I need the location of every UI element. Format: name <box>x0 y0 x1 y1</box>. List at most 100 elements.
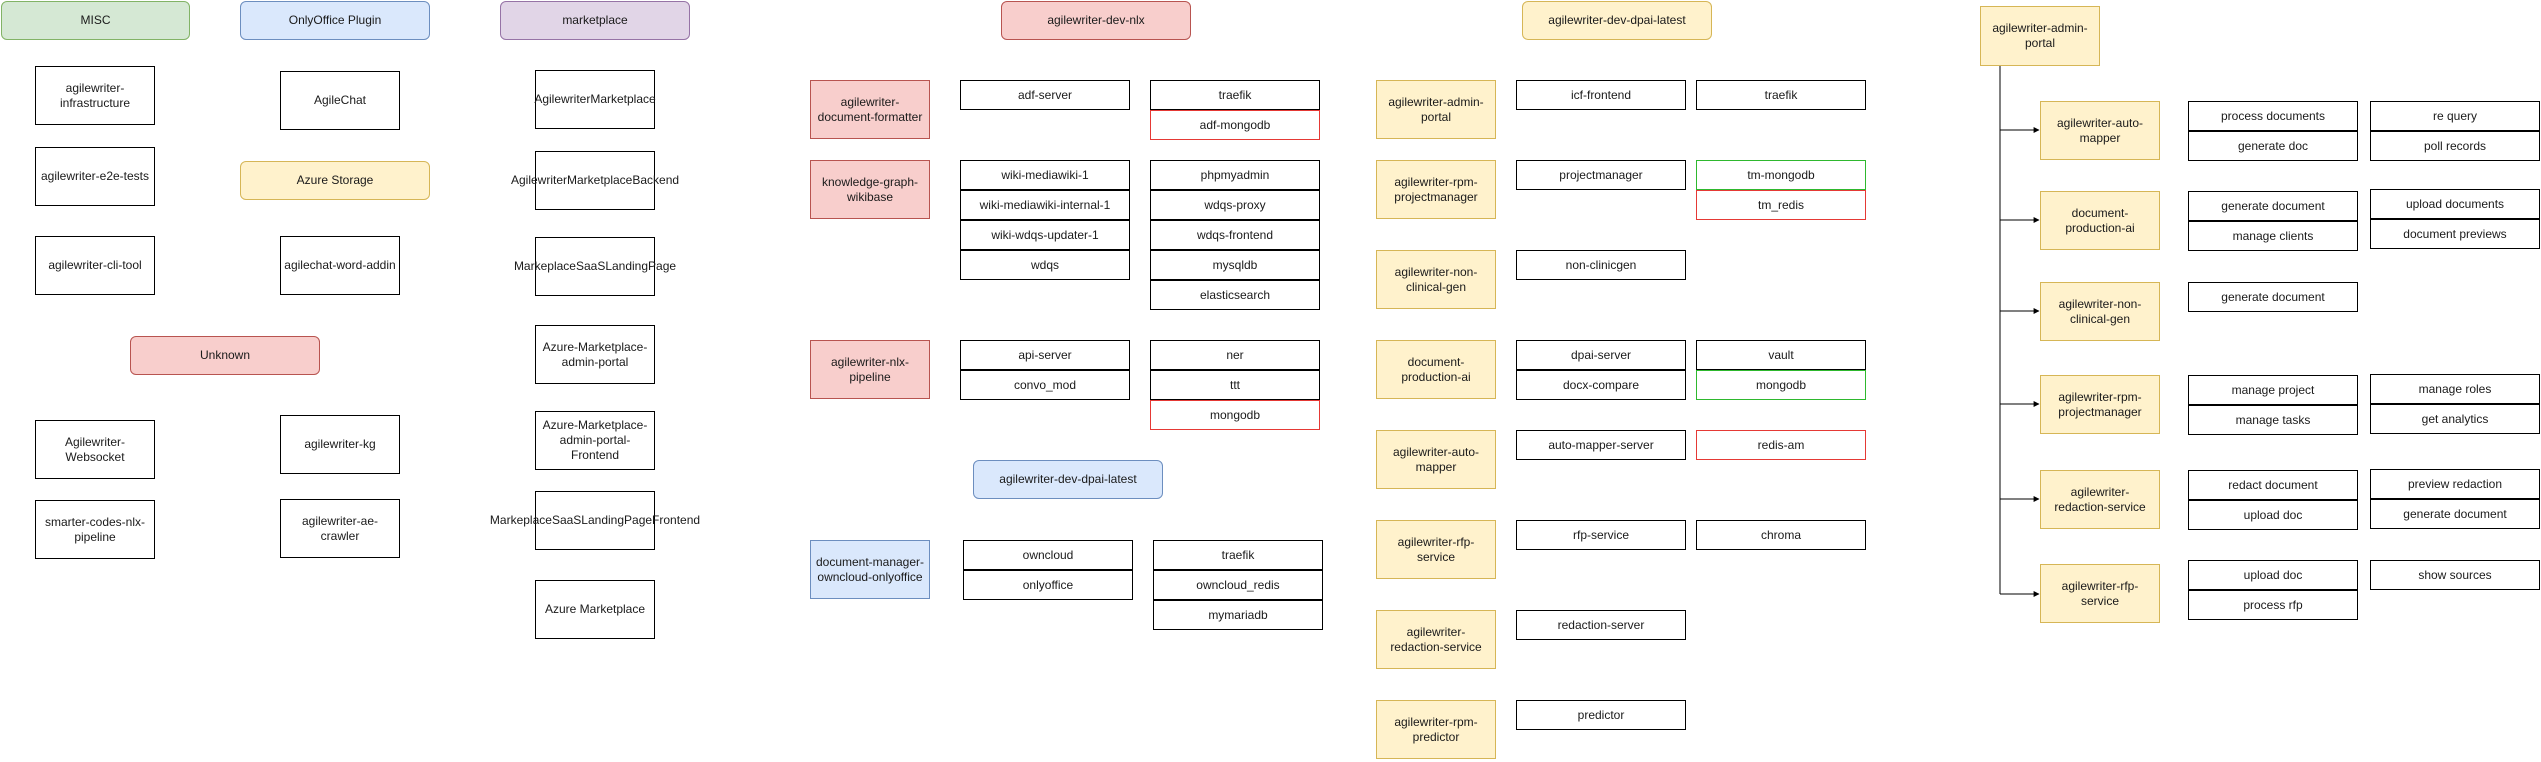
api-endpoint-box: manage tasks <box>2188 405 2358 435</box>
admin-service-rpm-projectmanager: agilewriter-rpm-projectmanager <box>2040 375 2160 434</box>
group-header-misc: MISC <box>1 1 190 40</box>
api-endpoint-box: upload documents <box>2370 189 2540 219</box>
container-box: wiki-mediawiki-1 <box>960 160 1130 190</box>
container-box: mysqldb <box>1150 250 1320 280</box>
group-header-onlyoffice-plugin: OnlyOffice Plugin <box>240 1 430 40</box>
dpai-service-rpm-predictor: agilewriter-rpm-predictor <box>1376 700 1496 759</box>
container-box: non-clinicgen <box>1516 250 1686 280</box>
dpai-service-redaction-service: agilewriter-redaction-service <box>1376 610 1496 669</box>
dpai-service-rpm-projectmanager: agilewriter-rpm-projectmanager <box>1376 160 1496 219</box>
group-header-marketplace: marketplace <box>500 1 690 40</box>
dpai-service-document-production-ai: document-production-ai <box>1376 340 1496 399</box>
container-box: ttt <box>1150 370 1320 400</box>
admin-service-redaction-service: agilewriter-redaction-service <box>2040 470 2160 529</box>
container-box: wdqs-frontend <box>1150 220 1320 250</box>
container-box: auto-mapper-server <box>1516 430 1686 460</box>
container-box: icf-frontend <box>1516 80 1686 110</box>
api-endpoint-box: upload doc <box>2188 560 2358 590</box>
container-box: redis-am <box>1696 430 1866 460</box>
container-box: convo_mod <box>960 370 1130 400</box>
container-box: adf-mongodb <box>1150 110 1320 140</box>
api-endpoint-box: manage clients <box>2188 221 2358 251</box>
container-box: phpmyadmin <box>1150 160 1320 190</box>
container-box: docx-compare <box>1516 370 1686 400</box>
api-endpoint-box: process documents <box>2188 101 2358 131</box>
container-box: ner <box>1150 340 1320 370</box>
nlx-service-knowledge-graph-wikibase: knowledge-graph-wikibase <box>810 160 930 219</box>
api-endpoint-box: document previews <box>2370 219 2540 249</box>
container-box: wiki-mediawiki-internal-1 <box>960 190 1130 220</box>
marketplace-item: Azure Marketplace <box>535 580 655 639</box>
nlx-service-owncloud-onlyoffice: document-manager-owncloud-onlyoffice <box>810 540 930 599</box>
api-endpoint-box: upload doc <box>2188 500 2358 530</box>
marketplace-item: Azure-Marketplace-admin-portal-Frontend <box>535 411 655 470</box>
api-endpoint-box: get analytics <box>2370 404 2540 434</box>
api-endpoint-box: poll records <box>2370 131 2540 161</box>
admin-service-document-production-ai: document-production-ai <box>2040 191 2160 250</box>
container-box: traefik <box>1153 540 1323 570</box>
container-box: api-server <box>960 340 1130 370</box>
container-box: tm-mongodb <box>1696 160 1866 190</box>
api-endpoint-box: generate doc <box>2188 131 2358 161</box>
dpai-service-rfp-service: agilewriter-rfp-service <box>1376 520 1496 579</box>
misc-item: smarter-codes-nlx-pipeline <box>35 500 155 559</box>
api-endpoint-box: generate document <box>2188 282 2358 312</box>
container-box: projectmanager <box>1516 160 1686 190</box>
onlyoffice-item: agilechat-word-addin <box>280 236 400 295</box>
dpai-service-auto-mapper: agilewriter-auto-mapper <box>1376 430 1496 489</box>
admin-service-non-clinical-gen: agilewriter-non-clinical-gen <box>2040 282 2160 341</box>
group-header-dev-dpai-latest-2: agilewriter-dev-dpai-latest <box>973 460 1163 499</box>
container-box: tm_redis <box>1696 190 1866 220</box>
dpai-service-non-clinical-gen: agilewriter-non-clinical-gen <box>1376 250 1496 309</box>
container-box: owncloud_redis <box>1153 570 1323 600</box>
container-box: predictor <box>1516 700 1686 730</box>
container-box: rfp-service <box>1516 520 1686 550</box>
dpai-service-admin-portal: agilewriter-admin-portal <box>1376 80 1496 139</box>
container-box: wdqs <box>960 250 1130 280</box>
onlyoffice-item: AgileChat <box>280 71 400 130</box>
container-box: adf-server <box>960 80 1130 110</box>
admin-service-rfp-service: agilewriter-rfp-service <box>2040 564 2160 623</box>
container-box: mymariadb <box>1153 600 1323 630</box>
container-box: mongodb <box>1696 370 1866 400</box>
container-box: wiki-wdqs-updater-1 <box>960 220 1130 250</box>
container-box: wdqs-proxy <box>1150 190 1320 220</box>
api-endpoint-box: generate document <box>2370 499 2540 529</box>
api-endpoint-box: re query <box>2370 101 2540 131</box>
container-box: traefik <box>1150 80 1320 110</box>
misc-item: Agilewriter-Websocket <box>35 420 155 479</box>
container-box: owncloud <box>963 540 1133 570</box>
api-endpoint-box: process rfp <box>2188 590 2358 620</box>
misc-item: agilewriter-e2e-tests <box>35 147 155 206</box>
misc-item: agilewriter-infrastructure <box>35 66 155 125</box>
container-box: chroma <box>1696 520 1866 550</box>
marketplace-item: Azure-Marketplace-admin-portal <box>535 325 655 384</box>
group-header-azure-storage: Azure Storage <box>240 161 430 200</box>
group-header-dev-dpai-latest: agilewriter-dev-dpai-latest <box>1522 1 1712 40</box>
container-box: redaction-server <box>1516 610 1686 640</box>
marketplace-item: MarkeplaceSaaSLandingPageFrontend <box>490 491 700 550</box>
api-endpoint-box: redact document <box>2188 470 2358 500</box>
container-box: onlyoffice <box>963 570 1133 600</box>
admin-service-auto-mapper: agilewriter-auto-mapper <box>2040 101 2160 160</box>
marketplace-item: AgilewriterMarketplaceBackend <box>511 151 679 210</box>
onlyoffice-item: agilewriter-kg <box>280 415 400 474</box>
marketplace-item: AgilewriterMarketplace <box>534 70 656 129</box>
group-header-unknown: Unknown <box>130 336 320 375</box>
nlx-service-nlx-pipeline: agilewriter-nlx-pipeline <box>810 340 930 399</box>
misc-item: agilewriter-cli-tool <box>35 236 155 295</box>
api-endpoint-box: manage roles <box>2370 374 2540 404</box>
api-endpoint-box: show sources <box>2370 560 2540 590</box>
container-box: elasticsearch <box>1150 280 1320 310</box>
container-box: traefik <box>1696 80 1866 110</box>
admin-portal-root: agilewriter-admin-portal <box>1980 6 2100 66</box>
container-box: mongodb <box>1150 400 1320 430</box>
marketplace-item: MarkeplaceSaaSLandingPage <box>514 237 676 296</box>
api-endpoint-box: manage project <box>2188 375 2358 405</box>
group-header-dev-nlx: agilewriter-dev-nlx <box>1001 1 1191 40</box>
container-box: dpai-server <box>1516 340 1686 370</box>
api-endpoint-box: generate document <box>2188 191 2358 221</box>
onlyoffice-item: agilewriter-ae-crawler <box>280 499 400 558</box>
